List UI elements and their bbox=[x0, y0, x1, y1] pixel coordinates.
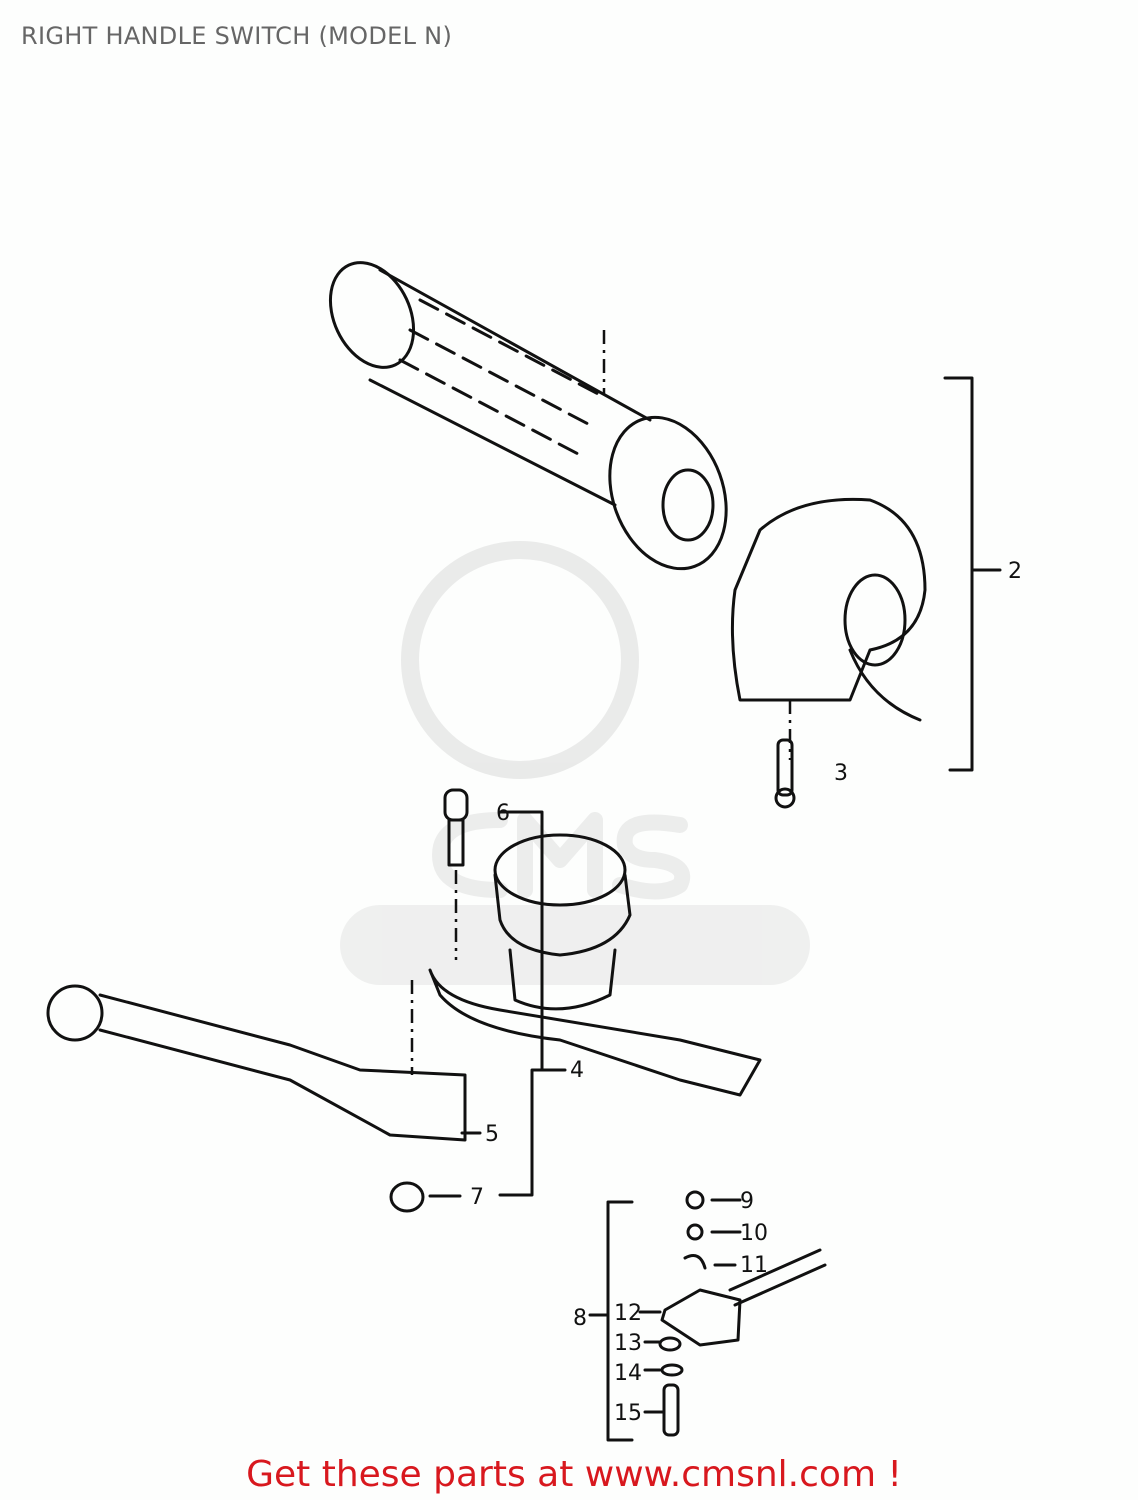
callout-15: 15 bbox=[614, 1401, 642, 1426]
switch-housing bbox=[730, 497, 927, 722]
stop-switch-assembly bbox=[588, 1190, 827, 1442]
bolt-6 bbox=[443, 788, 469, 867]
callout-9: 9 bbox=[740, 1189, 754, 1214]
master-cylinder bbox=[428, 833, 762, 1097]
callout-2: 2 bbox=[1008, 559, 1022, 584]
callout-6: 6 bbox=[496, 801, 510, 826]
callout-3: 3 bbox=[834, 761, 848, 786]
callout-7: 7 bbox=[470, 1185, 484, 1210]
brake-lever bbox=[46, 984, 467, 1142]
footer-link[interactable]: Get these parts at www.cmsnl.com ! bbox=[246, 1454, 902, 1495]
callout-14: 14 bbox=[614, 1361, 642, 1386]
callout-11: 11 bbox=[740, 1253, 768, 1278]
callout-10: 10 bbox=[740, 1221, 768, 1246]
callout-8: 8 bbox=[573, 1306, 587, 1331]
throttle-grip bbox=[328, 261, 728, 571]
page-title: RIGHT HANDLE SWITCH (MODEL N) bbox=[21, 22, 453, 50]
cmsnl-watermark bbox=[340, 541, 810, 985]
callout-12: 12 bbox=[614, 1301, 642, 1326]
screw-3 bbox=[774, 738, 796, 809]
callout-5: 5 bbox=[485, 1122, 499, 1147]
callout-4: 4 bbox=[570, 1058, 584, 1083]
nut-7 bbox=[389, 1181, 425, 1213]
callout-13: 13 bbox=[614, 1331, 642, 1356]
